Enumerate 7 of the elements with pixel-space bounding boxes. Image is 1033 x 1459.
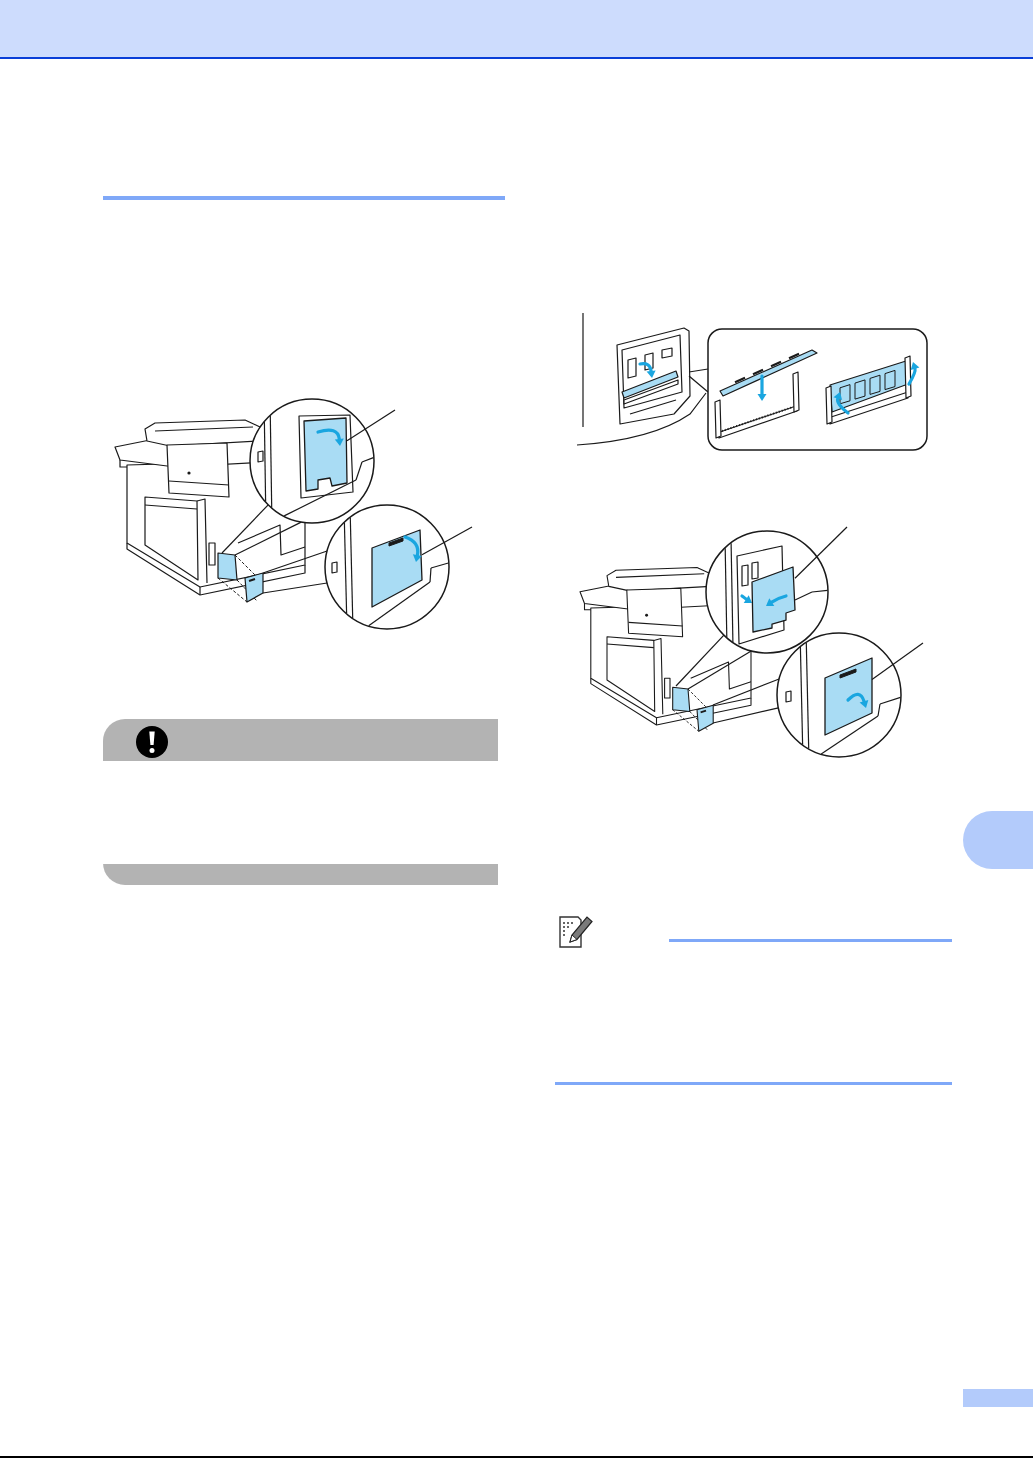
cover-plate xyxy=(751,566,796,633)
leader-line xyxy=(871,642,924,681)
access-cover xyxy=(371,529,423,608)
leader-line xyxy=(421,526,473,556)
leader-line xyxy=(794,526,848,579)
leader-line xyxy=(346,409,396,442)
access-cover xyxy=(824,657,873,736)
